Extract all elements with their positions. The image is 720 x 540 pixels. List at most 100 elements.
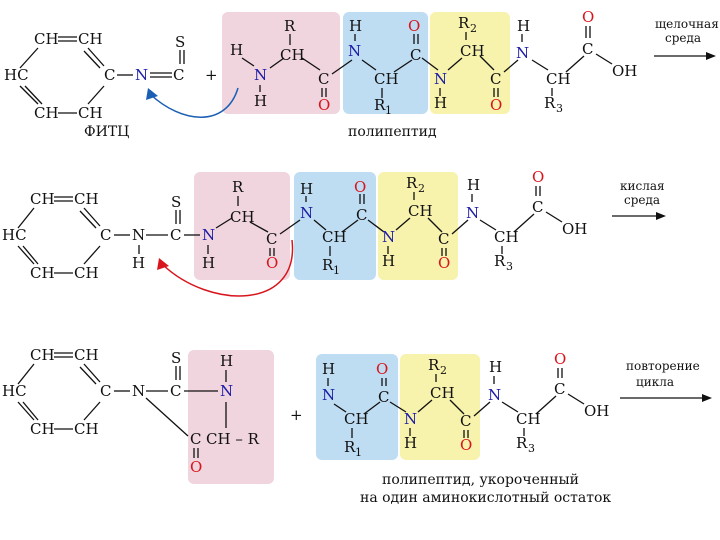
- repeat-condition-line-2: цикла: [636, 375, 674, 389]
- svg-text:O: O: [190, 458, 202, 476]
- svg-text:O: O: [408, 17, 420, 35]
- phenyl-ring-3: CH CH HC C CH CH: [2, 346, 111, 438]
- svg-text:H: H: [230, 41, 243, 59]
- svg-text:C: C: [173, 66, 184, 84]
- svg-text:R: R: [322, 256, 334, 274]
- svg-text:CH: CH: [280, 46, 305, 64]
- svg-text:H: H: [349, 17, 362, 35]
- svg-text:C: C: [100, 226, 111, 244]
- svg-text:H: H: [220, 352, 233, 370]
- svg-text:CH: CH: [516, 410, 541, 428]
- svg-text:CH: CH: [30, 264, 55, 282]
- svg-text:R: R: [516, 434, 528, 452]
- svg-text:C: C: [554, 380, 565, 398]
- svg-text:C: C: [378, 388, 389, 406]
- residue-2-highlight: [343, 12, 428, 114]
- acid-condition-line-1: кислая: [620, 179, 665, 193]
- svg-text:CH: CH: [74, 190, 99, 208]
- svg-text:N: N: [300, 204, 313, 222]
- svg-text:HC: HC: [2, 226, 27, 244]
- svg-text:C: C: [266, 230, 277, 248]
- svg-text:2: 2: [418, 182, 425, 195]
- svg-text:CH: CH: [322, 228, 347, 246]
- svg-text:C: C: [410, 46, 421, 64]
- residue-3-highlight-2: [378, 172, 458, 280]
- svg-text:N: N: [132, 382, 145, 400]
- svg-text:H: H: [202, 254, 215, 272]
- svg-text:+: +: [205, 66, 218, 84]
- alkaline-condition-line-1: щелочная: [655, 17, 719, 31]
- svg-text:N: N: [348, 42, 361, 60]
- svg-text:1: 1: [355, 446, 362, 459]
- polypeptide-label: полипептид: [348, 124, 437, 140]
- svg-text:CH: CH: [78, 104, 103, 122]
- svg-text:OH: OH: [562, 220, 587, 238]
- svg-text:1: 1: [333, 264, 340, 277]
- reaction-arrow-3: [702, 394, 712, 402]
- svg-text:C: C: [190, 430, 201, 448]
- svg-text:CH: CH: [374, 70, 399, 88]
- phenyl-ring-2: CH CH HC C CH CH: [2, 190, 111, 282]
- svg-text:R: R: [458, 14, 470, 32]
- svg-text:N: N: [516, 44, 529, 62]
- svg-text:R: R: [428, 356, 440, 374]
- svg-text:O: O: [554, 350, 566, 368]
- svg-text:N: N: [404, 410, 417, 428]
- svg-text:R: R: [406, 174, 418, 192]
- svg-text:N: N: [132, 226, 145, 244]
- residue-2-highlight-2: [294, 172, 376, 280]
- svg-text:+: +: [290, 406, 303, 424]
- svg-text:N: N: [220, 382, 233, 400]
- svg-text:2: 2: [470, 22, 477, 35]
- svg-text:O: O: [582, 8, 594, 26]
- svg-text:C: C: [460, 412, 471, 430]
- svg-text:CH: CH: [74, 346, 99, 364]
- svg-text:2: 2: [440, 364, 447, 377]
- svg-text:O: O: [318, 96, 330, 114]
- svg-text:H: H: [434, 94, 447, 112]
- new-residue-1-highlight: [316, 354, 398, 460]
- shortened-label-line-1: полипептид, укороченный: [382, 472, 579, 488]
- svg-text:H: H: [404, 434, 417, 452]
- svg-text:C: C: [356, 206, 367, 224]
- svg-text:S: S: [171, 193, 181, 211]
- svg-text:R: R: [344, 438, 356, 456]
- svg-text:CH: CH: [34, 104, 59, 122]
- residue-1-highlight-2: [194, 172, 290, 280]
- residue-3-highlight: [430, 12, 510, 114]
- svg-text:CH: CH: [344, 410, 369, 428]
- svg-text:H: H: [300, 180, 313, 198]
- residue-1-highlight: [222, 12, 340, 114]
- shortened-label-line-2: на один аминокислотный остаток: [360, 490, 611, 506]
- svg-text:1: 1: [385, 104, 392, 117]
- svg-text:C: C: [532, 198, 543, 216]
- svg-text:C: C: [170, 382, 181, 400]
- nucleophilic-attack-arrow: [149, 87, 239, 118]
- svg-text:C: C: [318, 70, 329, 88]
- svg-text:O: O: [376, 360, 388, 378]
- svg-text:R: R: [284, 17, 296, 35]
- svg-text:CH: CH: [230, 208, 255, 226]
- row-1: CH CH HC C CH CH N C S ФИТЦ + H N: [4, 8, 719, 140]
- svg-text:H: H: [517, 17, 530, 35]
- n-terminal-nitrogen: N: [254, 66, 267, 84]
- svg-text:N: N: [466, 204, 479, 222]
- svg-text:N: N: [488, 386, 501, 404]
- svg-text:C: C: [104, 66, 115, 84]
- fitc-label: ФИТЦ: [84, 124, 129, 140]
- svg-text:CH: CH: [430, 384, 455, 402]
- repeat-condition-line-1: повторение: [626, 359, 700, 373]
- svg-text:OH: OH: [584, 402, 609, 420]
- svg-text:H: H: [382, 252, 395, 270]
- svg-text:H: H: [489, 358, 502, 376]
- svg-text:O: O: [266, 254, 278, 272]
- svg-text:N: N: [434, 70, 447, 88]
- svg-text:C: C: [100, 382, 111, 400]
- svg-text:HC: HC: [2, 382, 27, 400]
- svg-text:CH: CH: [494, 228, 519, 246]
- svg-text:N: N: [202, 226, 215, 244]
- svg-text:CH: CH: [74, 264, 99, 282]
- svg-text:CH: CH: [30, 346, 55, 364]
- svg-text:O: O: [532, 168, 544, 186]
